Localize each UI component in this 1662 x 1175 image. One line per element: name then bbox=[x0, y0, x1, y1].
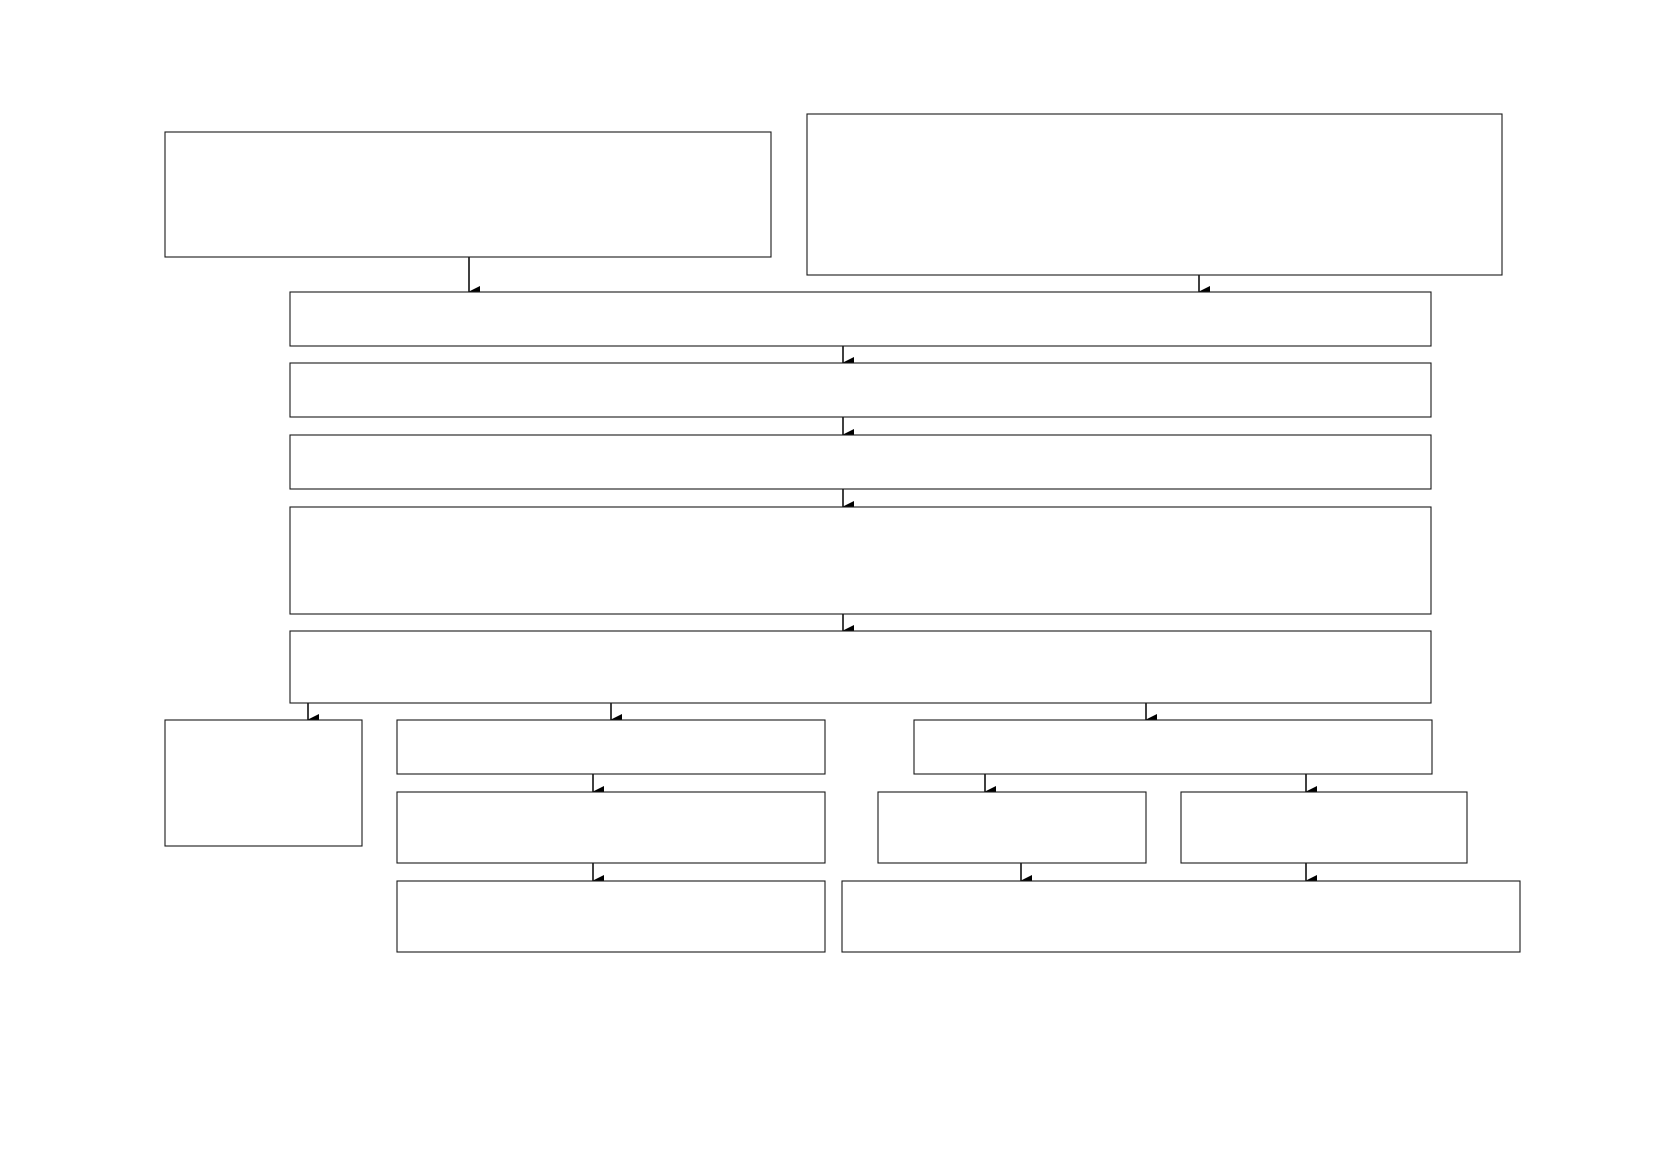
right-branch-left-box-rect bbox=[877, 791, 1147, 864]
left-branch-box-3 bbox=[396, 880, 826, 953]
right-branch-right-box bbox=[1180, 791, 1468, 864]
left-branch-box-1-rect bbox=[396, 719, 826, 775]
step-1-box-rect bbox=[289, 291, 1432, 347]
step-1-box bbox=[289, 291, 1432, 347]
step-2-box-rect bbox=[289, 362, 1432, 418]
top-right-box bbox=[806, 113, 1503, 276]
right-branch-right-box-rect bbox=[1180, 791, 1468, 864]
right-branch-left-box bbox=[877, 791, 1147, 864]
edges-layer bbox=[307, 257, 1317, 887]
nodes-layer bbox=[164, 113, 1521, 953]
left-branch-box-2 bbox=[396, 791, 826, 864]
top-left-box bbox=[164, 131, 772, 258]
bottom-right-wide-box-rect bbox=[841, 880, 1521, 953]
top-right-box-rect bbox=[806, 113, 1503, 276]
step-3-box bbox=[289, 434, 1432, 490]
bottom-right-wide-box bbox=[841, 880, 1521, 953]
step-4-box bbox=[289, 506, 1432, 615]
bottom-left-box bbox=[164, 719, 363, 847]
step-3-box-rect bbox=[289, 434, 1432, 490]
step-4-box-rect bbox=[289, 506, 1432, 615]
left-branch-box-1 bbox=[396, 719, 826, 775]
top-left-box-rect bbox=[164, 131, 772, 258]
right-branch-box-1-rect bbox=[913, 719, 1433, 775]
step-5-box-rect bbox=[289, 630, 1432, 704]
step-2-box bbox=[289, 362, 1432, 418]
left-branch-box-3-rect bbox=[396, 880, 826, 953]
step-5-box bbox=[289, 630, 1432, 704]
bottom-left-box-rect bbox=[164, 719, 363, 847]
right-branch-box-1 bbox=[913, 719, 1433, 775]
left-branch-box-2-rect bbox=[396, 791, 826, 864]
